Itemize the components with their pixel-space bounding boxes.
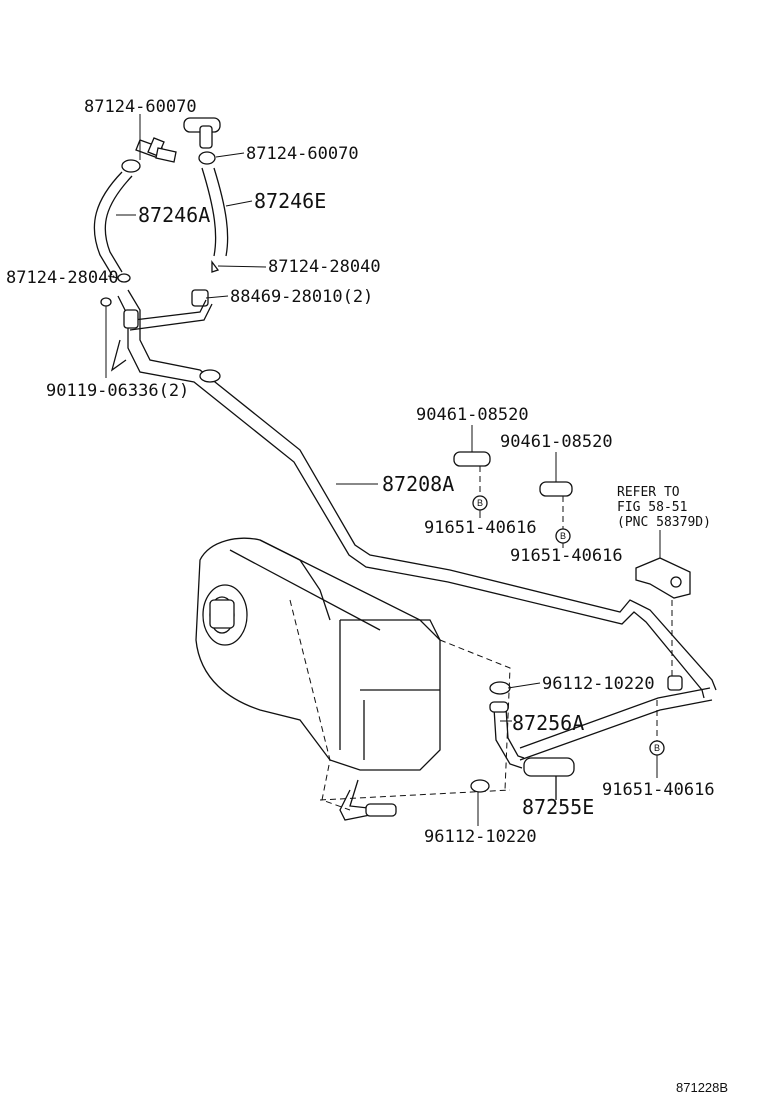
label-90461-08520-b: 90461-08520 bbox=[500, 432, 613, 452]
hose-87246A bbox=[93, 171, 133, 276]
small-clamps-left bbox=[100, 260, 220, 307]
lower-clamps bbox=[453, 451, 683, 793]
refer-line-1: REFER TO bbox=[617, 485, 680, 500]
clamp-mark-text: B bbox=[560, 531, 566, 541]
label-87256A: 87256A bbox=[512, 711, 584, 735]
label-88469-28010: 88469-28010(2) bbox=[230, 287, 373, 307]
clamp-mark-2: B bbox=[555, 528, 571, 544]
label-90119-06336: 90119-06336(2) bbox=[46, 381, 189, 401]
label-87124-28040-right: 87124-28040 bbox=[268, 257, 381, 277]
pipe-lower bbox=[339, 687, 713, 821]
figure-id: 871228B bbox=[676, 1080, 728, 1095]
clamp-mark-3: B bbox=[649, 740, 665, 756]
label-87246E: 87246E bbox=[254, 189, 326, 213]
label-90461-08520-a: 90461-08520 bbox=[416, 405, 529, 425]
label-91651-40616-a: 91651-40616 bbox=[424, 518, 537, 538]
dashed-outline bbox=[289, 599, 511, 811]
refer-line-3: (PNC 58379D) bbox=[617, 515, 711, 530]
clamp-mark-text: B bbox=[477, 498, 483, 508]
tee-joint-right bbox=[183, 117, 221, 149]
heater-unit bbox=[195, 537, 441, 771]
label-91651-40616-c: 91651-40616 bbox=[602, 780, 715, 800]
label-96112-10220-b: 96112-10220 bbox=[424, 827, 537, 847]
tee-joint-left bbox=[135, 137, 177, 163]
label-87255E: 87255E bbox=[522, 795, 594, 819]
pipe-87208A bbox=[110, 289, 717, 699]
label-87124-60070-right: 87124-60070 bbox=[246, 144, 359, 164]
hose-87255E bbox=[523, 757, 575, 800]
label-91651-40616-b: 91651-40616 bbox=[510, 546, 623, 566]
bracket-58379D bbox=[635, 557, 691, 599]
label-87246A: 87246A bbox=[138, 203, 210, 227]
refer-line-2: FIG 58-51 bbox=[617, 500, 687, 515]
label-96112-10220-a: 96112-10220 bbox=[542, 674, 655, 694]
hose-87246E bbox=[201, 167, 229, 257]
leader-lines bbox=[105, 114, 673, 826]
label-87124-60070-top: 87124-60070 bbox=[84, 97, 197, 117]
label-87208A: 87208A bbox=[382, 472, 454, 496]
clamp-mark-1: B bbox=[472, 495, 488, 511]
label-87124-28040-left: 87124-28040 bbox=[6, 268, 119, 288]
clamp-mark-text: B bbox=[654, 743, 660, 753]
hose-87256A bbox=[489, 701, 525, 769]
hose-clamp-top bbox=[121, 151, 216, 173]
